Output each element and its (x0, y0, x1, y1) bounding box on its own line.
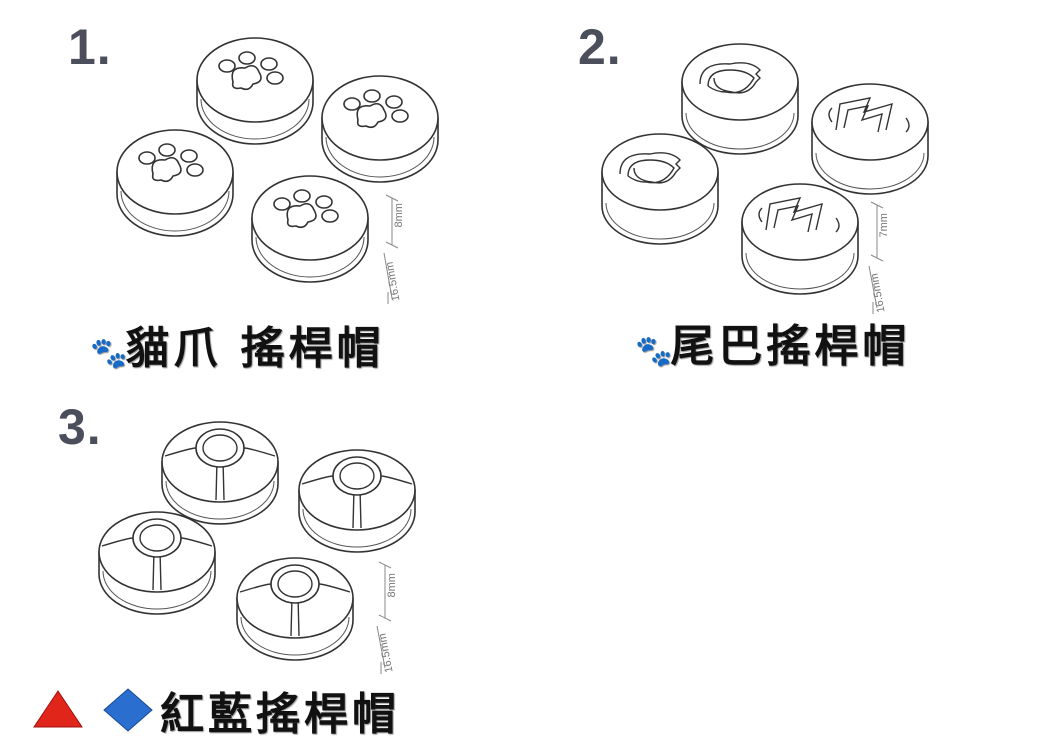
paw-print-icon (138, 143, 204, 183)
tail-pattern-icon (699, 62, 761, 94)
thumb-grip-cap (681, 43, 799, 155)
ball-pattern-icon (101, 518, 213, 591)
thumb-grip-cap (321, 75, 439, 183)
width-label: 16.5mm (384, 261, 403, 302)
height-label: 7mm (878, 213, 890, 237)
dimension-markers: 8mm 16.5mm (376, 561, 398, 674)
paw-print-icon (343, 89, 409, 129)
paw-print-icon (218, 51, 284, 91)
thumb-grip-cap (98, 511, 216, 615)
height-label: 8mm (393, 203, 405, 227)
ball-pattern-icon (301, 456, 413, 529)
panel-3-caption-text: 紅藍搖桿帽 (160, 689, 400, 740)
thumb-grip-cap (741, 183, 859, 295)
ball-pattern-icon (239, 564, 351, 637)
panel-3-caption: 紅藍搖桿帽 (30, 678, 400, 742)
tail-pattern-icon (619, 152, 681, 184)
panel-3-number: 3. (58, 399, 102, 455)
panel-2-caption: 🐾尾巴搖桿帽 (635, 310, 910, 374)
panel-1-caption-text: 貓爪 搖桿帽 (125, 323, 385, 374)
paw-print-icon (273, 189, 339, 229)
thumb-grip-cap (251, 175, 369, 283)
tail-pattern-icon (828, 97, 910, 133)
thumb-grip-cap (298, 449, 416, 553)
thumb-grip-cap (236, 557, 354, 661)
panel-1-number: 1. (68, 19, 112, 75)
paw-prints-icon: 🐾 (635, 334, 672, 369)
dimension-markers: 7mm 16.5mm (868, 201, 890, 314)
thumb-grip-cap (811, 83, 929, 195)
thumb-grip-cap (161, 421, 279, 525)
thumb-grip-cap (601, 133, 719, 245)
panel-1-caption: 🐾貓爪 搖桿帽 (90, 312, 385, 376)
width-label: 16.5mm (868, 272, 887, 313)
dimension-markers: 8mm 16.5mm (383, 194, 405, 304)
paw-prints-icon: 🐾 (90, 336, 127, 371)
panel-2-caption-text: 尾巴搖桿帽 (670, 321, 911, 372)
width-label: 16.5mm (376, 632, 395, 673)
height-label: 8mm (386, 573, 398, 597)
red-triangle-blue-diamond-icon (33, 688, 153, 732)
ball-pattern-icon (164, 428, 276, 501)
tail-pattern-icon (758, 197, 840, 233)
thumb-grip-cap (116, 129, 234, 237)
thumb-grip-cap (196, 37, 314, 145)
panel-2-number: 2. (578, 19, 622, 75)
